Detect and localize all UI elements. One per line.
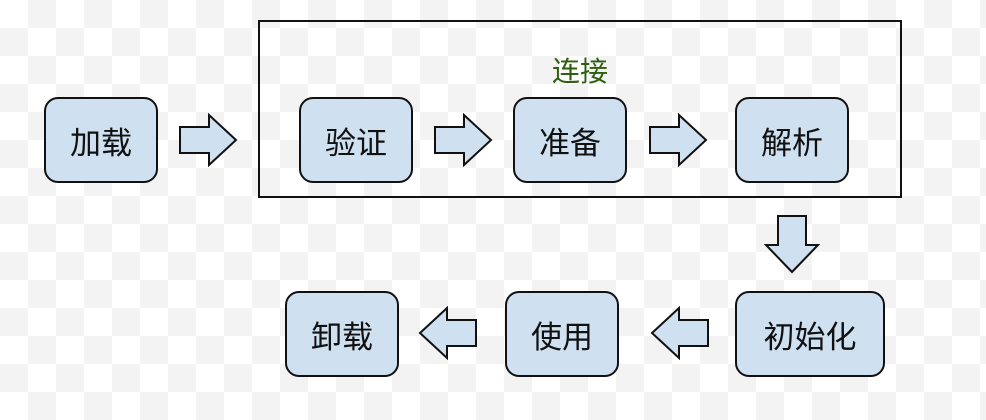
stage-unload: 卸载 xyxy=(285,291,399,377)
stage-resolve: 解析 xyxy=(735,97,849,183)
stage-initialize: 初始化 xyxy=(735,291,885,377)
arrow-right-icon xyxy=(433,113,493,167)
stage-verify-label: 验证 xyxy=(325,125,387,162)
stage-prepare-label: 准备 xyxy=(539,125,601,162)
arrow-down-icon xyxy=(764,214,820,274)
arrow-left-icon xyxy=(418,306,478,360)
stage-resolve-label: 解析 xyxy=(761,125,823,162)
arrow-left-icon xyxy=(650,306,710,360)
connection-group-title: 连接 xyxy=(551,55,608,88)
connection-group-frame: 连接 xyxy=(258,20,902,198)
stage-prepare: 准备 xyxy=(513,97,627,183)
arrow-right-icon xyxy=(178,113,238,167)
stage-verify: 验证 xyxy=(299,97,413,183)
stage-use-label: 使用 xyxy=(531,319,593,356)
stage-unload-label: 卸载 xyxy=(311,319,373,356)
stage-load: 加载 xyxy=(44,97,158,183)
stage-initialize-label: 初始化 xyxy=(763,319,857,356)
stage-load-label: 加载 xyxy=(70,125,132,162)
arrow-right-icon xyxy=(648,113,708,167)
stage-use: 使用 xyxy=(505,291,619,377)
